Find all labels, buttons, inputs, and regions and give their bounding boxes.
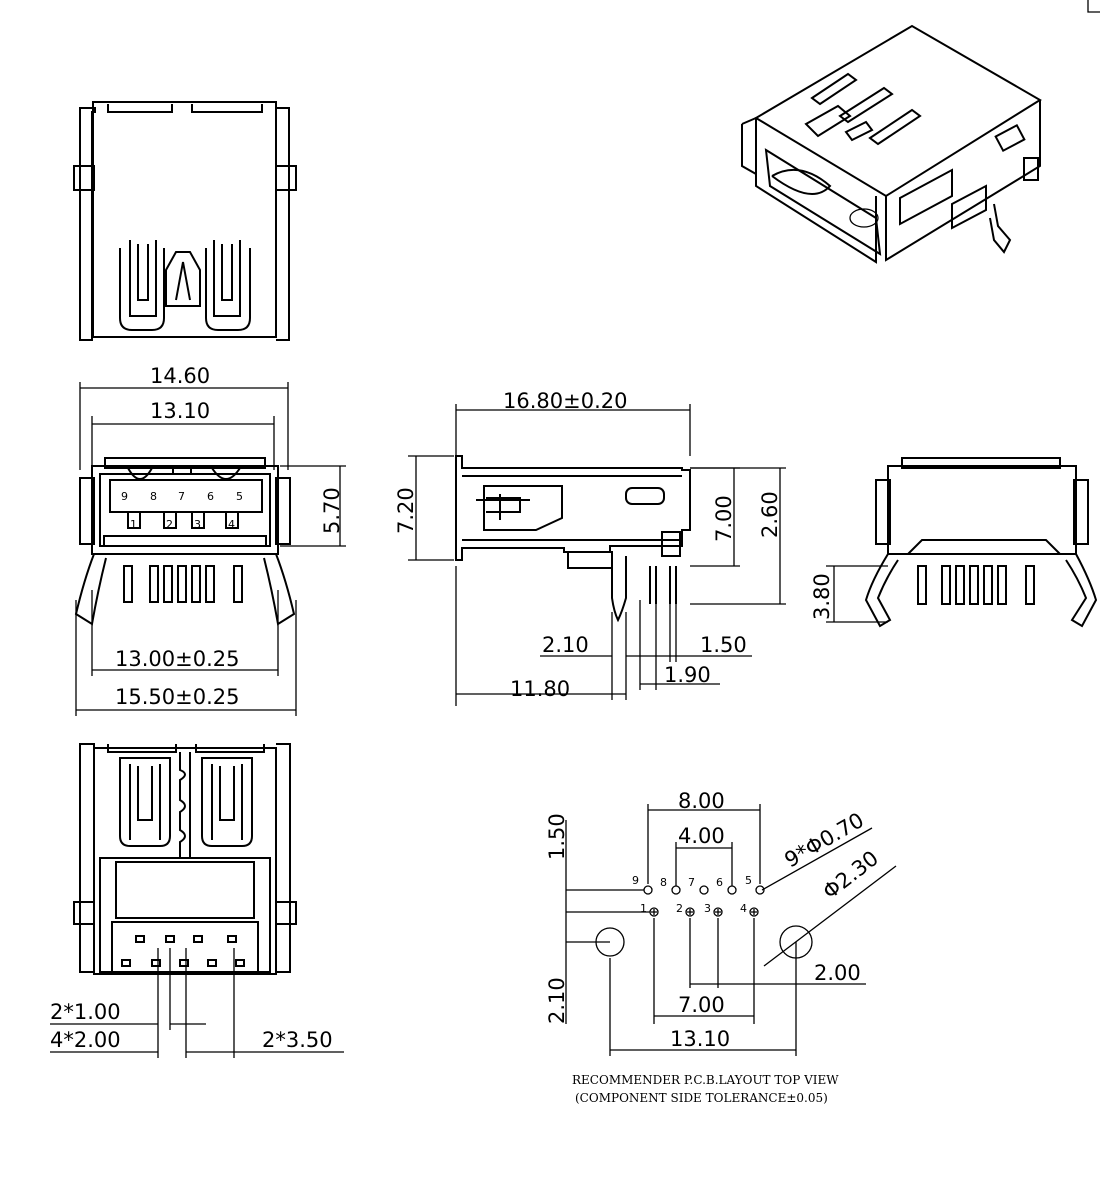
dim-15-50: 15.50±0.25	[115, 685, 239, 709]
svg-text:6: 6	[207, 490, 214, 503]
pcb-note-line1: RECOMMENDER P.C.B.LAYOUT TOP VIEW	[572, 1073, 839, 1087]
side-view	[455, 455, 691, 623]
pcb-layout: 9 8 7 6 5 1 2 3 4 8.00 4.00 1.50 2.10 7.…	[545, 789, 897, 1105]
svg-text:5: 5	[236, 490, 243, 503]
svg-text:3: 3	[194, 518, 201, 531]
dim-2-10: 2.10	[542, 633, 589, 657]
pcb-pin-5: 5	[745, 874, 752, 887]
front-view-middle: 9 8 7 6 5 1 2 3 4	[74, 457, 296, 626]
pcb-pin-9: 9	[632, 874, 639, 887]
dim-4x2-00: 4*2.00	[50, 1028, 121, 1052]
pcb-pin-4: 4	[740, 902, 747, 915]
svg-text:9: 9	[121, 490, 128, 503]
dim-2x3-50: 2*3.50	[262, 1028, 333, 1052]
svg-text:4: 4	[228, 518, 235, 531]
pcb-dim-8-00: 8.00	[678, 789, 725, 813]
bottom-view: 2*1.00 4*2.00 2*3.50	[50, 743, 344, 1058]
pcb-pin-8: 8	[660, 876, 667, 889]
dim-13-00: 13.00±0.25	[115, 647, 239, 671]
pcb-dim-7-00: 7.00	[678, 993, 725, 1017]
pcb-dim-1-50: 1.50	[545, 813, 569, 860]
pcb-dim-2-10: 2.10	[545, 977, 569, 1024]
pcb-pin-1: 1	[640, 902, 647, 915]
dim-16-80: 16.80±0.20	[503, 389, 627, 413]
svg-text:1: 1	[130, 518, 137, 531]
pcb-dim-2-00: 2.00	[814, 961, 861, 985]
sheet-corner-mark	[1087, 0, 1100, 13]
pcb-pin-6: 6	[716, 876, 723, 889]
side-view-dimensions: 16.80±0.20 7.20 7.00 2.60 2.10 1.50 1.90…	[394, 389, 786, 706]
pcb-pin-7: 7	[688, 876, 695, 889]
pcb-note-line2: (COMPONENT SIDE TOLERANCE±0.05)	[575, 1091, 828, 1105]
isometric-view	[741, 24, 1042, 264]
dim-1-50: 1.50	[700, 633, 747, 657]
pcb-pin-2: 2	[676, 902, 683, 915]
pcb-hole-big-label: Φ2.30	[818, 846, 883, 904]
middle-left-dimensions: 14.60 13.10 5.70 13.00±0.25 15.50±0.25	[75, 364, 346, 716]
dim-3-80: 3.80	[810, 573, 834, 620]
dim-1-90: 1.90	[664, 663, 711, 687]
dim-5-70: 5.70	[320, 487, 344, 534]
dim-13-10: 13.10	[150, 399, 210, 423]
dim-11-80: 11.80	[510, 677, 570, 701]
pcb-dim-13-10: 13.10	[670, 1027, 730, 1051]
svg-text:8: 8	[150, 490, 157, 503]
svg-text:7: 7	[178, 490, 185, 503]
front-view-top	[73, 101, 297, 341]
svg-text:2: 2	[166, 518, 173, 531]
rear-view: 3.80	[810, 457, 1098, 628]
pcb-pin-3: 3	[704, 902, 711, 915]
dim-14-60: 14.60	[150, 364, 210, 388]
dim-2x1-00: 2*1.00	[50, 1000, 121, 1024]
dim-2-60: 2.60	[758, 491, 782, 538]
dim-7-00: 7.00	[712, 495, 736, 542]
pcb-dim-4-00: 4.00	[678, 824, 725, 848]
dim-7-20: 7.20	[394, 487, 418, 534]
